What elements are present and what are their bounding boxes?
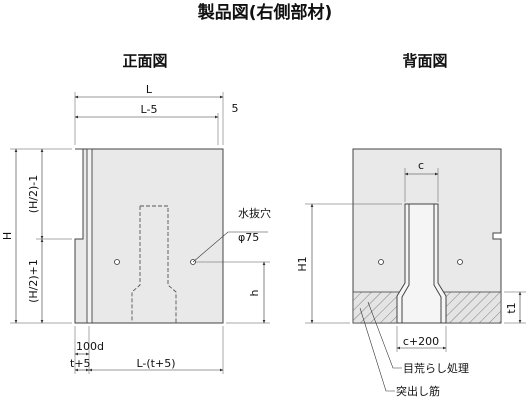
dim-H1: H1 bbox=[296, 256, 309, 271]
back-view: c H1 t1 c+200 目荒らし処理 突出し筋 bbox=[296, 148, 526, 398]
dim-Lt5: L-(t+5) bbox=[136, 357, 175, 370]
dim-c: c bbox=[418, 159, 424, 172]
back-hole-left bbox=[378, 259, 384, 265]
dim-H: H bbox=[1, 232, 14, 240]
note-hole-label: 水抜穴 bbox=[238, 206, 271, 220]
front-view-label: 正面図 bbox=[122, 52, 167, 70]
dim-c200: c+200 bbox=[403, 335, 439, 348]
drain-hole-left bbox=[114, 259, 120, 265]
dim-L: L bbox=[146, 83, 153, 96]
drawing-title: 製品図(右側部材) bbox=[197, 2, 333, 23]
leader-rough bbox=[367, 301, 402, 369]
back-hole-right bbox=[457, 259, 463, 265]
dim-H2m1: (H/2)-1 bbox=[27, 175, 40, 214]
dim-t1: t1 bbox=[505, 302, 518, 313]
rebar-opening-inner bbox=[401, 204, 442, 323]
leader-rebar bbox=[359, 307, 395, 392]
dim-100d: 100d bbox=[76, 340, 104, 353]
dim-h: h bbox=[248, 289, 261, 296]
dim-H2p1: (H/2)+1 bbox=[27, 259, 40, 303]
front-body bbox=[74, 148, 224, 324]
dim-5: 5 bbox=[232, 102, 239, 115]
note-hole-size: φ75 bbox=[238, 231, 259, 244]
hole-leader-line bbox=[192, 231, 268, 263]
front-side-plate bbox=[86, 148, 93, 324]
front-view: L L-5 5 H (H/2)-1 (H/2)+1 h 100d t+5 L-(… bbox=[1, 83, 271, 374]
dim-t5: t+5 bbox=[70, 357, 91, 370]
back-view-label: 背面図 bbox=[402, 52, 447, 70]
note-rough: 目荒らし処理 bbox=[403, 362, 469, 375]
dim-L5: L-5 bbox=[141, 103, 158, 116]
note-rebar: 突出し筋 bbox=[396, 384, 440, 398]
drain-channel-outline bbox=[131, 205, 177, 323]
